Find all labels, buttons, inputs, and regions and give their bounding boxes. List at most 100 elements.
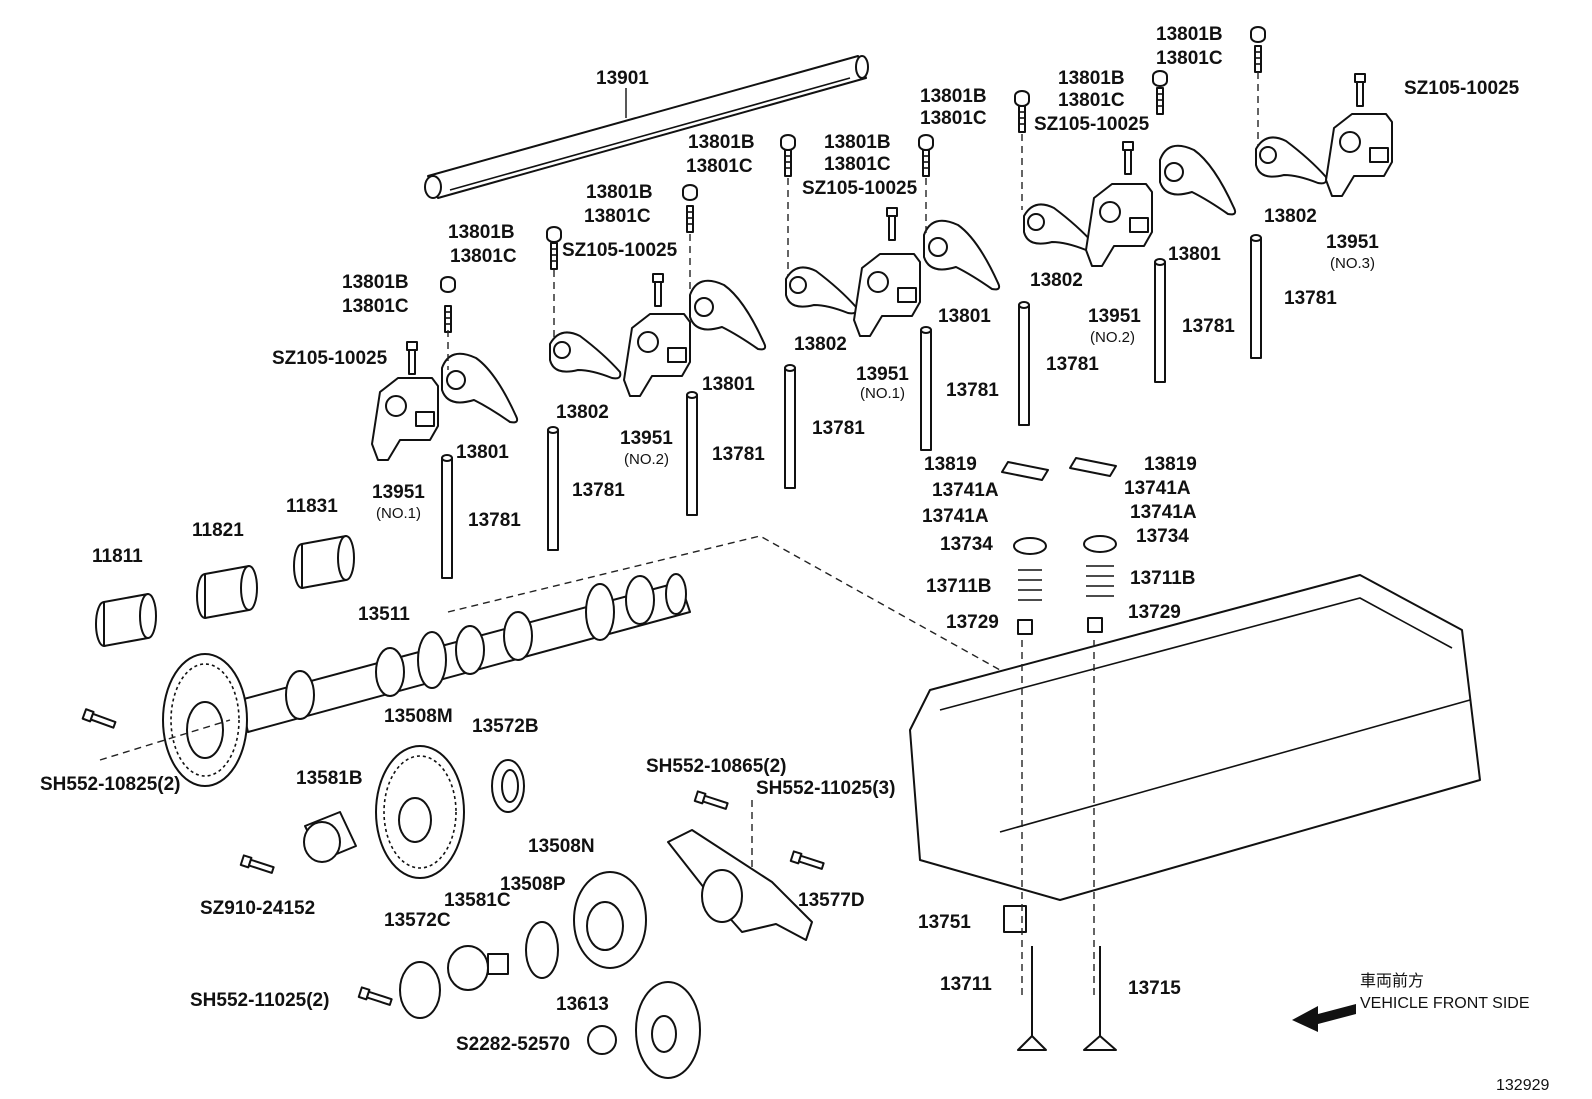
label-13801-2: 13801	[702, 374, 755, 395]
label-13802-4: 13802	[1264, 206, 1317, 227]
rocker-group-5	[918, 134, 1001, 451]
ring-13508p	[525, 921, 559, 979]
rocker-group-6	[1014, 90, 1153, 426]
label-13801c-6: 13801C	[920, 108, 987, 129]
label-11821: 11821	[192, 520, 244, 541]
label-13801b-6: 13801B	[920, 86, 987, 107]
bushing-s2282	[587, 1025, 617, 1055]
label-13781-3: 13781	[712, 444, 765, 465]
gear-13613	[635, 981, 701, 1079]
label-sz105-3: SZ105-10025	[802, 178, 918, 199]
label-13613: 13613	[556, 994, 609, 1015]
ring-13572b	[491, 759, 525, 813]
label-13781-6: 13781	[1046, 354, 1099, 375]
shaft-13581c	[447, 945, 509, 991]
label-13801c-2: 13801C	[450, 246, 517, 267]
label-sh552-11025-3: SH552-11025(3)	[756, 778, 895, 799]
label-13711b-b: 13711B	[1130, 568, 1196, 589]
label-13511: 13511	[358, 604, 410, 625]
diagram-number: 132929	[1496, 1077, 1549, 1094]
guide-lines	[99, 535, 1095, 1000]
label-13819-a: 13819	[924, 454, 977, 475]
label-13729-a: 13729	[946, 612, 999, 633]
label-sz910-24152: SZ910-24152	[200, 898, 315, 919]
label-13577d: 13577D	[798, 890, 865, 911]
label-13572b: 13572B	[472, 716, 539, 737]
label-13801b-2: 13801B	[448, 222, 515, 243]
label-13801c-3: 13801C	[584, 206, 651, 227]
label-13951-3: 13951	[856, 364, 909, 385]
label-13572c: 13572C	[384, 910, 451, 931]
rocker-group-1	[371, 276, 519, 579]
label-13508p: 13508P	[500, 874, 566, 895]
label-13751: 13751	[918, 912, 971, 933]
label-13508m: 13508M	[384, 706, 453, 727]
label-13801b-5: 13801B	[824, 132, 891, 153]
label-13801c-7: 13801C	[1058, 90, 1125, 111]
label-13741a-a: 13741A	[932, 480, 999, 501]
label-13581b: 13581B	[296, 768, 363, 789]
label-13734-a: 13734	[940, 534, 993, 555]
label-no1-b: (NO.1)	[860, 385, 905, 402]
label-13801b-4: 13801B	[688, 132, 755, 153]
label-13781-2: 13781	[572, 480, 625, 501]
label-sz105-4: SZ105-10025	[1034, 114, 1150, 135]
label-no2-a: (NO.2)	[624, 451, 669, 468]
rocker-group-8	[1250, 26, 1393, 359]
label-13741a-b: 13741A	[1124, 478, 1191, 499]
label-13951-5: 13951	[1326, 232, 1379, 253]
label-sz105-2: SZ105-10025	[562, 240, 678, 261]
label-13781-8: 13781	[1284, 288, 1337, 309]
front-label-en: VEHICLE FRONT SIDE	[1360, 995, 1530, 1012]
label-13801-3: 13801	[938, 306, 991, 327]
label-13951-2: 13951	[620, 428, 673, 449]
gear-13508m	[375, 745, 465, 879]
label-11811: 11811	[92, 546, 143, 567]
front-label-jp: 車両前方	[1360, 972, 1424, 990]
rocker-group-4	[780, 134, 921, 489]
camshaft	[162, 573, 691, 787]
label-13711b-a: 13711B	[926, 576, 992, 597]
label-13508n: 13508N	[528, 836, 595, 857]
label-13801-1: 13801	[456, 442, 509, 463]
label-13819-b: 13819	[1144, 454, 1197, 475]
label-13781-5: 13781	[946, 380, 999, 401]
label-13951-1: 13951	[372, 482, 425, 503]
label-13802-2: 13802	[794, 334, 847, 355]
label-13781-4: 13781	[812, 418, 865, 439]
rocker-group-3	[682, 184, 767, 516]
label-13801b-1: 13801B	[342, 272, 409, 293]
callouts: 13901 13801B 13801C SZ105-10025 13801 13…	[40, 24, 1549, 1094]
label-no1-a: (NO.1)	[376, 505, 421, 522]
label-13801-4: 13801	[1168, 244, 1221, 265]
rocker-group-2	[546, 226, 691, 551]
label-no3: (NO.3)	[1330, 255, 1375, 272]
valve-parts	[1001, 457, 1117, 1051]
label-13801c-1: 13801C	[342, 296, 409, 317]
label-13801b-8: 13801B	[1156, 24, 1223, 45]
cylinder-head	[909, 574, 1481, 901]
label-13734-b: 13734	[1136, 526, 1189, 547]
gear-13508n	[573, 871, 647, 969]
label-13741a-c: 13741A	[922, 506, 989, 527]
label-13581c: 13581C	[444, 890, 511, 911]
label-sh552-11025-2: SH552-11025(2)	[190, 990, 329, 1011]
label-13711: 13711	[940, 974, 992, 995]
label-13901: 13901	[596, 68, 649, 89]
cam-bearings	[95, 535, 355, 647]
label-s2282-52570: S2282-52570	[456, 1034, 570, 1055]
label-13715: 13715	[1128, 978, 1181, 999]
label-sz105-5: SZ105-10025	[1404, 78, 1520, 99]
label-13802-1: 13802	[556, 402, 609, 423]
label-sh552-10825: SH552-10825(2)	[40, 774, 180, 795]
label-11831: 11831	[286, 496, 338, 517]
label-13729-b: 13729	[1128, 602, 1181, 623]
label-13801c-8: 13801C	[1156, 48, 1223, 69]
housing-13577d	[667, 829, 813, 941]
shaft-13581b	[303, 811, 357, 863]
label-13801c-5: 13801C	[824, 154, 891, 175]
label-no2-b: (NO.2)	[1090, 329, 1135, 346]
front-arrow-icon	[1292, 1004, 1356, 1032]
label-13801b-7: 13801B	[1058, 68, 1125, 89]
